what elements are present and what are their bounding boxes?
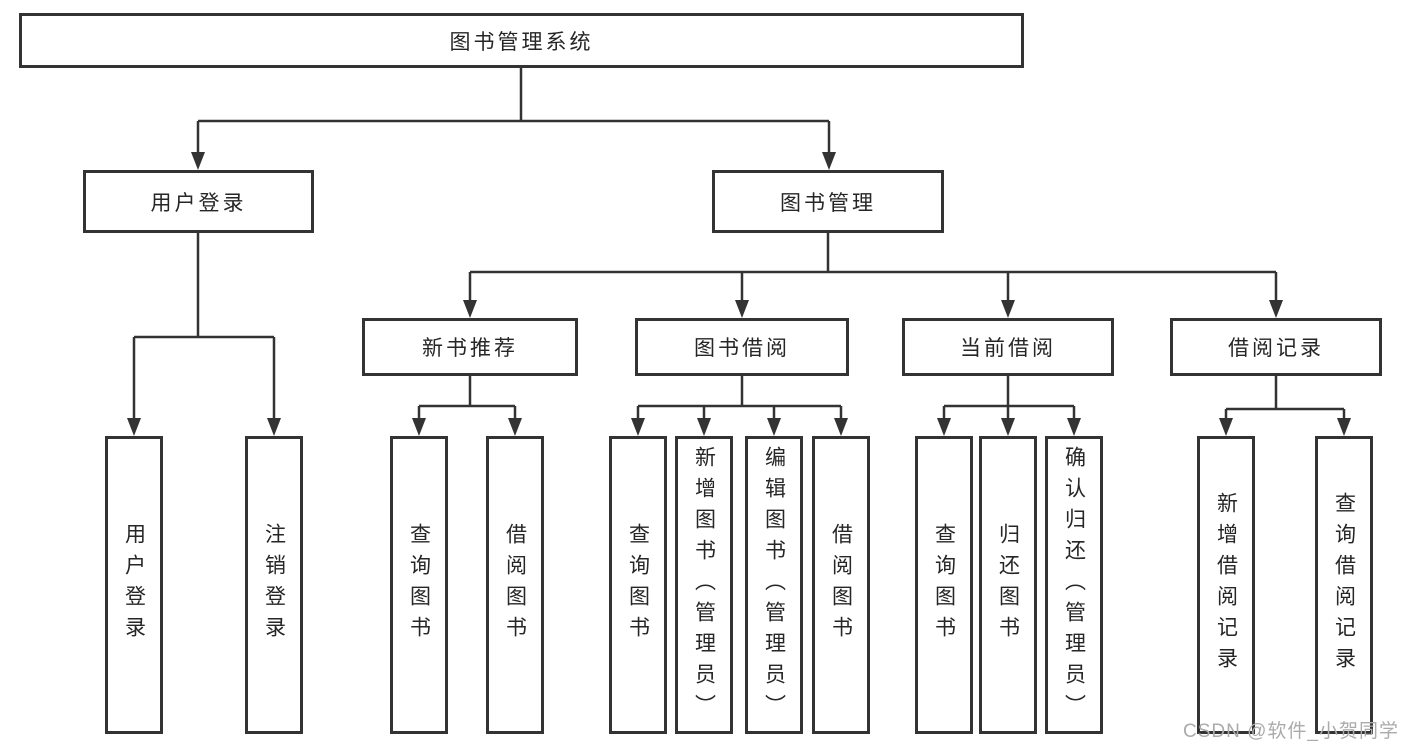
leaf-confirm-return-admin: 确认归还（管理员） <box>1045 436 1103 734</box>
leaf-label: 注销登录 <box>262 523 286 647</box>
leaf-edit-book-admin: 编辑图书（管理员） <box>745 436 803 734</box>
leaf-query-borrow-record: 查询借阅记录 <box>1315 436 1373 734</box>
leaf-label: 确认归还（管理员） <box>1062 445 1086 725</box>
node-user-login: 用户登录 <box>83 170 314 233</box>
leaf-label: 用户登录 <box>122 523 146 647</box>
leaf-user-login: 用户登录 <box>105 436 163 734</box>
leaf-label: 查询借阅记录 <box>1332 492 1356 678</box>
csdn-watermark: CSDN @软件_小贺同学 <box>1183 721 1399 742</box>
leaf-query-book-borrow: 查询图书 <box>609 436 667 734</box>
leaf-label: 查询图书 <box>626 523 650 647</box>
leaf-label: 查询图书 <box>407 523 431 647</box>
leaf-label: 借阅图书 <box>829 523 853 647</box>
leaf-add-book-admin: 新增图书（管理员） <box>675 436 733 734</box>
node-new-book-recommend: 新书推荐 <box>362 318 578 376</box>
node-borrow-records: 借阅记录 <box>1170 318 1382 376</box>
leaf-logout: 注销登录 <box>245 436 303 734</box>
node-book-management: 图书管理 <box>712 170 944 233</box>
leaf-label: 新增借阅记录 <box>1214 492 1238 678</box>
leaf-query-book-current: 查询图书 <box>915 436 973 734</box>
leaf-label: 新增图书（管理员） <box>692 445 716 725</box>
leaf-label: 查询图书 <box>932 523 956 647</box>
node-library-system: 图书管理系统 <box>19 13 1024 68</box>
leaf-query-book-recommend: 查询图书 <box>390 436 448 734</box>
leaf-borrow-book: 借阅图书 <box>812 436 870 734</box>
node-current-borrow: 当前借阅 <box>902 318 1114 376</box>
leaf-return-book: 归还图书 <box>979 436 1037 734</box>
node-book-borrow: 图书借阅 <box>635 318 849 376</box>
leaf-add-borrow-record: 新增借阅记录 <box>1197 436 1255 734</box>
leaf-label: 借阅图书 <box>503 523 527 647</box>
leaf-label: 归还图书 <box>996 523 1020 647</box>
leaf-label: 编辑图书（管理员） <box>762 445 786 725</box>
leaf-borrow-book-recommend: 借阅图书 <box>486 436 544 734</box>
